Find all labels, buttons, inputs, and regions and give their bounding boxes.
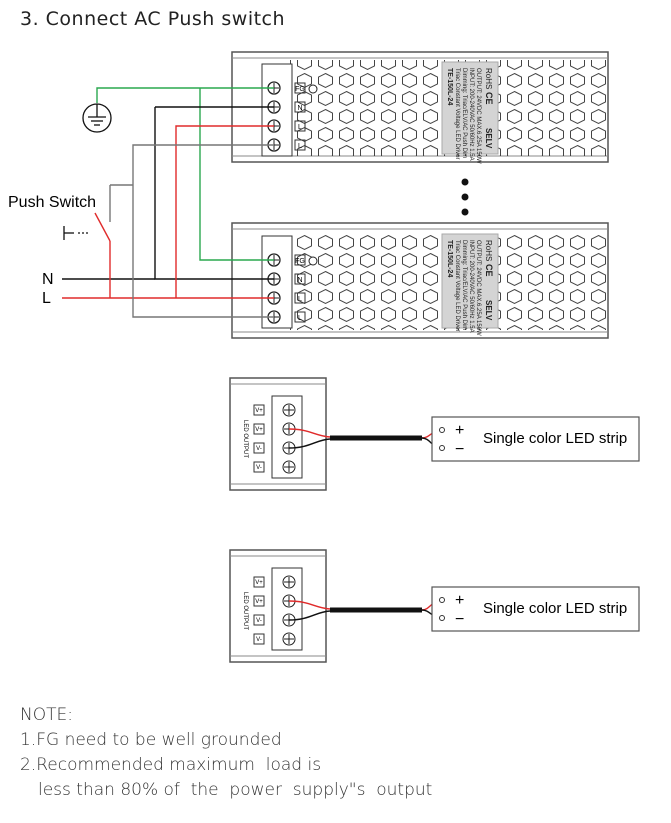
- led-strip-1: [431, 416, 640, 462]
- notes-title: NOTE:: [20, 705, 73, 725]
- push-wire-1: [132, 144, 274, 185]
- strip-2-label: Single color LED strip: [483, 600, 627, 617]
- ground-symbol-icon: [308, 84, 318, 94]
- earth-ground-icon: [82, 103, 112, 133]
- push-switch-label: Push Switch: [8, 194, 96, 211]
- driver-2: FG N L L TE-150L-24 Triac Constant Volta…: [231, 222, 609, 339]
- note-1: 1.FG need to be well grounded: [20, 730, 282, 750]
- output-1: V+ V+ V- V- LED OUTPUT + − Single color …: [229, 377, 640, 491]
- d1-line2: Dimming: Triac/ELV/AC Push Dim: [461, 68, 467, 158]
- note-2: 2.Recommended maximum load is: [20, 755, 322, 775]
- strip-1-label: Single color LED strip: [483, 430, 627, 447]
- switch-lever: [94, 212, 111, 242]
- d2-line2: Dimming: Triac/ELV/AC Push Dim: [461, 240, 467, 330]
- strip-1-minus: −: [455, 441, 464, 458]
- o1-mark-1: V+: [255, 408, 263, 414]
- driver-1-label-plate: [441, 61, 499, 155]
- led-strip-2: [431, 586, 640, 632]
- d1-line4: OUTPUT: 24VDC MAX.6.25A 150W: [475, 68, 481, 164]
- d2-mark-n: N: [297, 277, 302, 284]
- ground-wire: [96, 87, 274, 103]
- d1-mark-n: N: [297, 105, 302, 112]
- d2-mark-l2: L: [298, 315, 302, 322]
- d1-ce: CE: [484, 92, 494, 105]
- d2-line3: INPUT: 200-240VAC 50/60Hz 1.5A: [468, 240, 474, 333]
- d2-line4: OUTPUT: 24VDC MAX.6.25A 150W: [475, 240, 481, 336]
- o2-mark-2: V+: [255, 599, 263, 605]
- d2-mark-fg: FG: [295, 258, 305, 265]
- o2-mark-4: V-: [256, 637, 262, 643]
- d1-model: TE-150L-24: [446, 68, 453, 105]
- notes-section: NOTE: 1.FG need to be well grounded 2.Re…: [20, 703, 432, 803]
- driver-2-label-plate: [441, 233, 499, 329]
- d2-model: TE-150L-24: [446, 240, 453, 277]
- d2-ce: CE: [484, 264, 494, 277]
- l-label: L: [42, 290, 51, 307]
- o2-side-text: LED OUTPUT: [242, 592, 248, 630]
- d1-line3: INPUT: 200-240VAC 50/60Hz 1.5A: [468, 68, 474, 161]
- section-title: 3. Connect AC Push switch: [20, 8, 286, 30]
- o1-mark-3: V-: [256, 446, 262, 452]
- d1-mark-l2: L: [298, 143, 302, 150]
- note-3: less than 80% of the power supply"s outp…: [38, 780, 433, 800]
- more-drivers-ellipsis: [461, 178, 469, 216]
- o2-mark-1: V+: [255, 580, 263, 586]
- output-2: V+ V+ V- V- LED OUTPUT + − Single color …: [229, 549, 640, 663]
- o1-side-text: LED OUTPUT: [242, 420, 248, 458]
- d1-selv: SELV: [484, 128, 493, 149]
- d2-rohs: RoHS: [484, 240, 493, 261]
- d1-mark-fg: FG: [295, 86, 305, 93]
- ground-symbol-icon: [308, 256, 318, 266]
- strip-2-minus: −: [455, 611, 464, 628]
- o1-mark-2: V+: [255, 427, 263, 433]
- d1-rohs: RoHS: [484, 68, 493, 89]
- d2-mark-l1: L: [298, 296, 302, 303]
- strip-1-plus: +: [455, 422, 464, 439]
- driver-1: FG N L L TE-150L-24 Triac Constant Volta…: [231, 51, 609, 164]
- d2-line1: Triac Constant Voltage LED Driver: [454, 240, 460, 331]
- push-wire-2: [132, 185, 274, 318]
- push-switch-symbol-icon: [63, 226, 90, 240]
- input-wiring: [62, 87, 274, 318]
- line-wire-top: [175, 125, 274, 298]
- o2-mark-3: V-: [256, 618, 262, 624]
- d1-mark-l1: L: [298, 124, 302, 131]
- strip-2-plus: +: [455, 592, 464, 609]
- n-label: N: [42, 271, 54, 288]
- d2-selv: SELV: [484, 300, 493, 321]
- d1-line1: Triac Constant Voltage LED Driver: [454, 68, 460, 159]
- o1-mark-4: V-: [256, 465, 262, 471]
